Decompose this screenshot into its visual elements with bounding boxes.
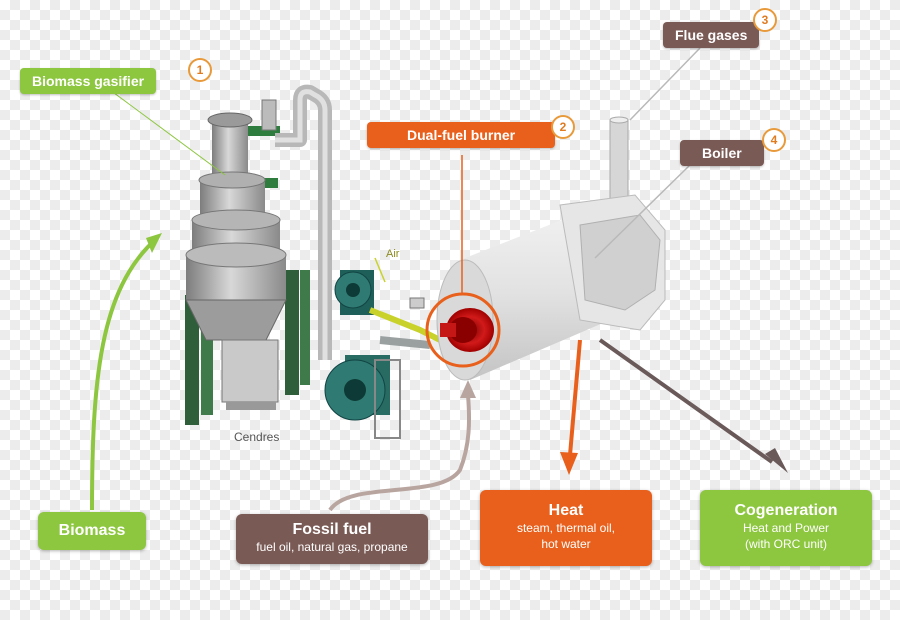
biomass-arrow-head xyxy=(146,233,162,253)
dual-fuel-burner-text: Dual-fuel burner xyxy=(407,127,516,143)
biomass-box: Biomass xyxy=(38,512,146,550)
heat-box: Heat steam, thermal oil, hot water xyxy=(480,490,652,566)
biomass-title: Biomass xyxy=(58,522,126,539)
blower-drawing xyxy=(324,270,442,439)
boiler-label: Boiler xyxy=(680,140,764,166)
biomass-flow-arrow xyxy=(90,238,157,511)
leader-flue-gases xyxy=(629,47,701,121)
biomass-gasifier-text: Biomass gasifier xyxy=(32,73,145,89)
biomass-gasifier-drawing xyxy=(185,84,332,425)
flue-gases-text: Flue gases xyxy=(675,27,748,43)
cogeneration-line-2: (with ORC unit) xyxy=(744,537,827,551)
cogeneration-title: Cogeneration xyxy=(734,502,838,519)
boiler-drawing xyxy=(425,116,666,381)
leader-boiler xyxy=(594,164,691,259)
cogeneration-arrow-head xyxy=(765,448,788,473)
badge-4: 4 xyxy=(762,128,786,152)
fossil-fuel-flow-arrow xyxy=(328,394,472,512)
dual-fuel-burner-label: Dual-fuel burner xyxy=(367,122,556,148)
cogeneration-box: Cogeneration Heat and Power (with ORC un… xyxy=(700,490,872,566)
cogeneration-line-1: Heat and Power xyxy=(742,521,830,535)
heat-line-1: steam, thermal oil, xyxy=(516,521,616,535)
fossil-fuel-subtitle: fuel oil, natural gas, propane xyxy=(256,540,408,554)
heat-arrow-head xyxy=(560,452,578,475)
heat-title: Heat xyxy=(548,502,584,519)
boiler-text: Boiler xyxy=(702,145,742,161)
badge-1: 1 xyxy=(188,58,212,82)
badge-3: 3 xyxy=(753,8,777,32)
heat-flow-arrow xyxy=(568,339,582,456)
cogeneration-flow-arrow xyxy=(598,338,774,464)
badge-2: 2 xyxy=(551,115,575,139)
cendres-label: Cendres xyxy=(234,430,280,444)
flue-gases-label: Flue gases xyxy=(663,22,760,48)
heat-line-2: hot water xyxy=(541,537,591,551)
leader-air xyxy=(374,257,386,283)
fossil-fuel-box: Fossil fuel fuel oil, natural gas, propa… xyxy=(236,514,428,564)
biomass-gasifier-label: Biomass gasifier xyxy=(20,68,157,94)
air-label: Air xyxy=(386,248,400,260)
fossil-fuel-arrow-head xyxy=(460,380,476,398)
leader-gasifier xyxy=(109,89,226,176)
fossil-fuel-title: Fossil fuel xyxy=(292,521,372,538)
